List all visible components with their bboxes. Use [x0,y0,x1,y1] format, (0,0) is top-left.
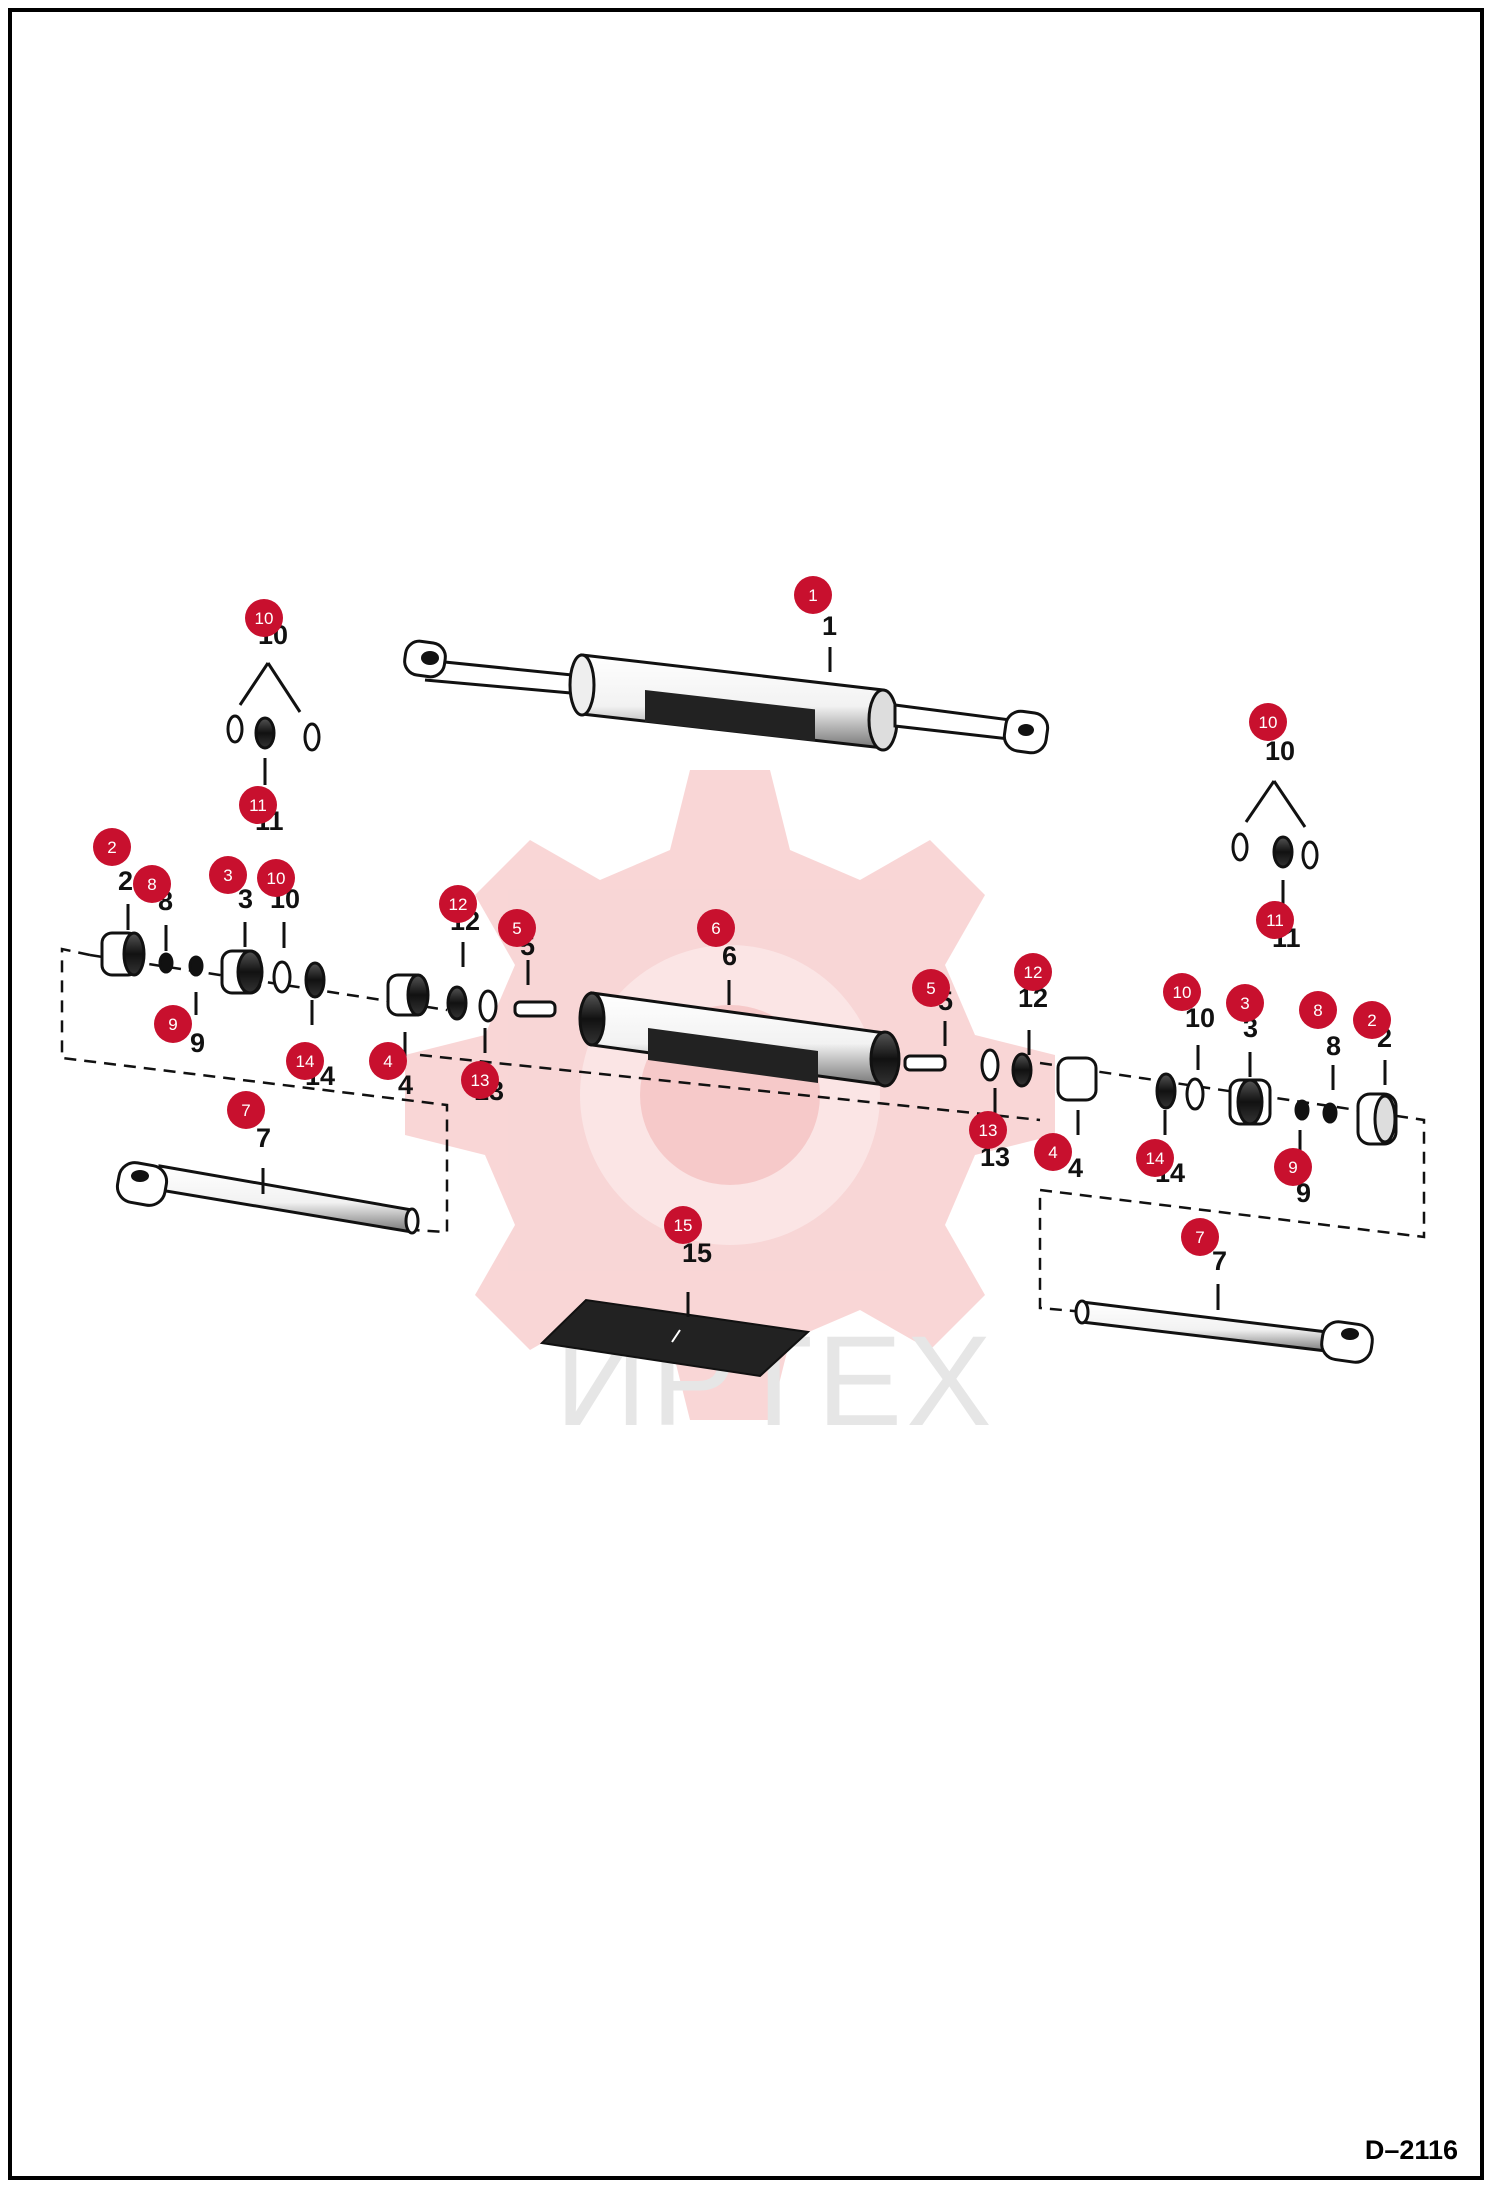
svg-text:10: 10 [1259,713,1278,732]
badge-part-5-right[interactable]: 5 [912,969,950,1007]
badge-part-8-left[interactable]: 8 [133,865,171,903]
badge-part-4-right[interactable]: 4 [1034,1133,1072,1171]
leader-lines [126,647,1387,1317]
badge-part-7-left[interactable]: 7 [227,1091,265,1129]
badge-part-10-right[interactable]: 10 [1163,973,1201,1011]
label-part-4-right: 4 [1068,1153,1083,1183]
badge-part-13-left[interactable]: 13 [461,1061,499,1099]
badge-part-7-right[interactable]: 7 [1181,1218,1219,1256]
label-part-3-left: 3 [238,884,253,914]
svg-text:13: 13 [471,1071,490,1090]
svg-text:1: 1 [808,586,817,605]
svg-text:4: 4 [1048,1143,1057,1162]
svg-text:15: 15 [674,1216,693,1235]
badge-part-14-left[interactable]: 14 [286,1042,324,1080]
label-part-9-right: 9 [1296,1178,1311,1208]
label-part-2-left: 2 [118,866,133,896]
svg-text:10: 10 [267,869,286,888]
svg-text:8: 8 [1313,1001,1322,1020]
badge-part-6[interactable]: 6 [697,909,735,947]
svg-text:2: 2 [107,838,116,857]
label-part-1: 1 [822,611,837,641]
cylinder-body [578,991,901,1088]
badge-part-11-left[interactable]: 11 [239,786,277,824]
label-part-9-left: 9 [190,1028,205,1058]
badge-part-3-left[interactable]: 3 [209,856,247,894]
svg-text:7: 7 [241,1101,250,1120]
badge-part-12-right[interactable]: 12 [1014,953,1052,991]
badge-part-8-right[interactable]: 8 [1299,991,1337,1029]
small-parts [100,714,1398,1146]
badge-part-10-top-right[interactable]: 10 [1249,703,1287,741]
label-part-7-left: 7 [256,1123,271,1153]
svg-text:7: 7 [1195,1228,1204,1247]
badge-part-15[interactable]: 15 [664,1206,702,1244]
svg-text:4: 4 [383,1052,392,1071]
label-part-6: 6 [722,941,737,971]
badge-part-9-right[interactable]: 9 [1274,1148,1312,1186]
piston-rod-right [1074,1299,1374,1364]
badge-part-10-top-left[interactable]: 10 [245,599,283,637]
piston-rod-left [115,1161,420,1235]
svg-text:9: 9 [1288,1158,1297,1177]
svg-text:10: 10 [1173,983,1192,1002]
svg-text:11: 11 [249,796,267,815]
label-part-8-right: 8 [1326,1031,1341,1061]
svg-text:13: 13 [979,1121,998,1140]
svg-text:6: 6 [711,919,720,938]
badge-part-3-right[interactable]: 3 [1226,984,1264,1022]
badge-part-1[interactable]: 1 [794,576,832,614]
svg-text:5: 5 [512,919,521,938]
svg-text:11: 11 [1266,911,1284,930]
svg-text:5: 5 [926,979,935,998]
callout-badges[interactable]: 1 10 11 10 11 2 8 3 10 9 14 4 12 13 5 6 … [93,576,1391,1256]
svg-text:3: 3 [1240,994,1249,1013]
svg-text:3: 3 [223,866,232,885]
svg-text:2: 2 [1367,1011,1376,1030]
badge-part-4-left[interactable]: 4 [369,1042,407,1080]
badge-part-11-right[interactable]: 11 [1256,901,1294,939]
seal-kit [539,1298,811,1378]
label-part-4-left: 4 [398,1070,413,1100]
svg-text:12: 12 [449,895,468,914]
label-part-10-top-right: 10 [1265,736,1295,766]
drawing-reference-number: D–2116 [1364,2135,1458,2165]
svg-text:8: 8 [147,875,156,894]
svg-text:14: 14 [1146,1149,1165,1168]
svg-text:10: 10 [255,609,274,628]
label-part-7-right: 7 [1212,1246,1227,1276]
badge-part-2-right[interactable]: 2 [1353,1001,1391,1039]
badge-part-13-right[interactable]: 13 [969,1111,1007,1149]
badge-part-14-right[interactable]: 14 [1136,1139,1174,1177]
svg-text:12: 12 [1024,963,1043,982]
badge-part-12-left[interactable]: 12 [439,885,477,923]
svg-text:14: 14 [296,1052,315,1071]
svg-text:9: 9 [168,1015,177,1034]
cylinder-assembly [403,639,1050,755]
badge-part-9-left[interactable]: 9 [154,1005,192,1043]
badge-part-2-left[interactable]: 2 [93,828,131,866]
badge-part-10-left[interactable]: 10 [257,859,295,897]
page-frame [8,8,1484,2180]
badge-part-5-left[interactable]: 5 [498,909,536,947]
